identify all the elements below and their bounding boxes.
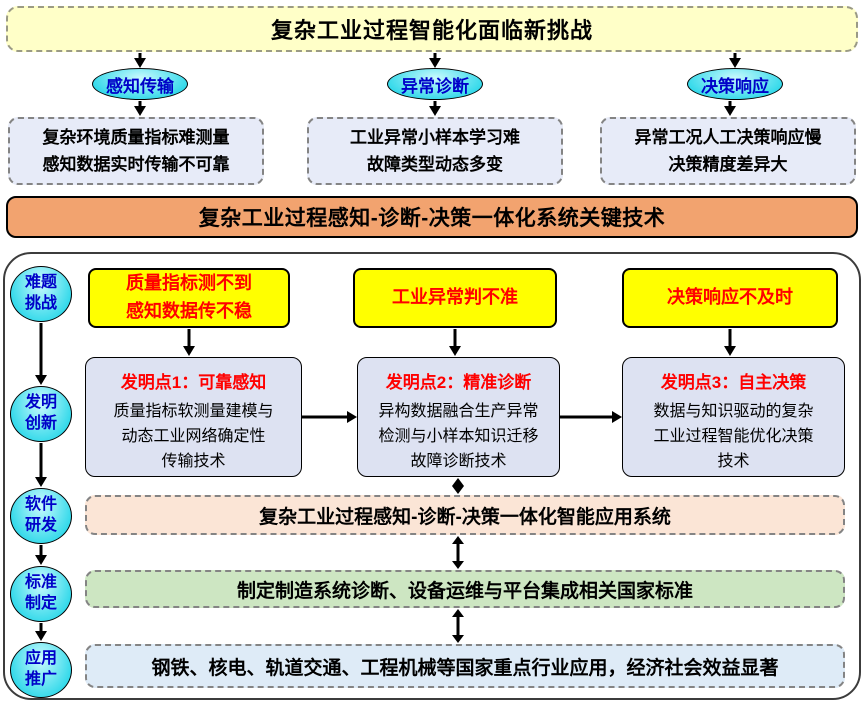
detail-box-diagnosis: 工业异常小样本学习难 故障类型动态多变 (307, 117, 563, 185)
arrow-problem1-to-invention1 (181, 329, 197, 356)
ellipse-diagnosis-label: 异常诊断 (401, 76, 469, 96)
ellipse-anomaly-diagnosis: 异常诊断 (387, 68, 483, 100)
challenge-title-box: 复杂工业过程智能化面临新挑战 (6, 6, 858, 52)
problem-box-decision: 决策响应不及时 (622, 268, 838, 328)
problem-box-anomaly: 工业异常判不准 (353, 268, 557, 328)
arrow-down-to-decision (727, 53, 743, 68)
key-technology-banner-text: 复杂工业过程感知-诊断-决策一体化系统关键技术 (198, 207, 666, 230)
national-standards-box: 制定制造系统诊断、设备运维与平台集成相关国家标准 (85, 570, 845, 608)
invention-2-body: 异构数据融合生产异常 检测与小样本知识迁移 故障诊断技术 (378, 403, 539, 470)
invention-box-2: 发明点2：精准诊断 异构数据融合生产异常 检测与小样本知识迁移 故障诊断技术 (357, 357, 560, 477)
problem-anomaly-text: 工业异常判不准 (392, 287, 518, 308)
invention-1-title: 发明点1：可靠感知 (120, 373, 267, 392)
arrow-rail-4 (33, 623, 49, 641)
rail-problem-challenge-label: 难题 挑战 (24, 274, 57, 312)
double-arrow-standards-to-industry (450, 609, 466, 643)
industry-application-text: 钢铁、核电、轨道交通、工程机械等国家重点行业应用，经济社会效益显著 (151, 657, 779, 679)
invention-box-1: 发明点1：可靠感知 质量指标软测量建模与 动态工业网络确定性 传输技术 (85, 357, 302, 477)
detail-diagnosis-text: 工业异常小样本学习难 故障类型动态多变 (350, 127, 520, 174)
industry-application-box: 钢铁、核电、轨道交通、工程机械等国家重点行业应用，经济社会效益显著 (85, 644, 845, 688)
rail-software-development-label: 软件 研发 (24, 496, 57, 534)
arrow-rail-1 (33, 323, 49, 385)
arrow-rail-2 (33, 443, 49, 487)
invention-3-title: 发明点3：自主决策 (660, 373, 807, 392)
invention-box-3: 发明点3：自主决策 数据与知识驱动的复杂 工业过程智能优化决策 技术 (622, 357, 845, 477)
arrow-down-to-diagnosis (427, 53, 443, 68)
ellipse-decision-response: 决策响应 (687, 68, 783, 100)
arrow-head-up (452, 609, 464, 617)
problem-box-measurement: 质量指标测不到 感知数据传不稳 (88, 268, 290, 328)
key-technology-banner: 复杂工业过程感知-诊断-决策一体化系统关键技术 (6, 196, 858, 238)
rail-standards-setting-label: 标准 制定 (24, 574, 57, 612)
invention-2-title: 发明点2：精准诊断 (385, 373, 532, 392)
double-arrow-application-to-standards (450, 536, 466, 569)
arrow-right-invention1-to-2 (302, 409, 357, 425)
rail-ellipse-invention-innovation: 发明 创新 (10, 386, 72, 442)
problem-decision-text: 决策响应不及时 (667, 287, 793, 308)
rail-ellipse-software-development: 软件 研发 (10, 488, 72, 544)
arrow-rail-3 (33, 545, 49, 565)
rail-ellipse-problem-challenge: 难题 挑战 (10, 266, 72, 322)
arrow-head-up (452, 536, 464, 544)
arrow-right-invention2-to-3 (560, 409, 622, 425)
application-system-text: 复杂工业过程感知-诊断-决策一体化智能应用系统 (259, 506, 671, 528)
invention-3-body: 数据与知识驱动的复杂 工业过程智能优化决策 技术 (653, 403, 814, 470)
rail-application-promotion-label: 应用 推广 (24, 650, 57, 688)
detail-decision-text: 异常工况人工决策响应慢 决策精度差异大 (634, 127, 822, 174)
challenge-title-text: 复杂工业过程智能化面临新挑战 (270, 18, 593, 43)
arrow-down-diagnosis-detail (427, 101, 443, 116)
national-standards-text: 制定制造系统诊断、设备运维与平台集成相关国家标准 (236, 580, 693, 602)
ellipse-perception-label: 感知传输 (106, 76, 174, 96)
double-arrow-invention-to-application (450, 478, 466, 494)
ellipse-perception-transmission: 感知传输 (92, 68, 188, 100)
detail-box-decision: 异常工况人工决策响应慢 决策精度差异大 (600, 117, 856, 185)
rail-ellipse-application-promotion: 应用 推广 (10, 642, 72, 698)
rail-invention-innovation-label: 发明 创新 (24, 394, 57, 432)
problem-measurement-text: 质量指标测不到 感知数据传不稳 (126, 273, 252, 321)
arrow-head-up (452, 478, 464, 486)
invention-1-body: 质量指标软测量建模与 动态工业网络确定性 传输技术 (113, 403, 274, 470)
arrow-down-to-perception (132, 53, 148, 68)
arrow-down-perception-detail (132, 101, 148, 116)
rail-ellipse-standards-setting: 标准 制定 (10, 566, 72, 622)
ellipse-decision-label: 决策响应 (701, 76, 769, 96)
application-system-box: 复杂工业过程感知-诊断-决策一体化智能应用系统 (85, 495, 845, 535)
detail-perception-text: 复杂环境质量指标难测量 感知数据实时传输不可靠 (42, 127, 230, 174)
arrow-problem3-to-invention3 (722, 329, 738, 356)
arrow-problem2-to-invention2 (447, 329, 463, 356)
arrow-down-decision-detail (722, 101, 738, 116)
detail-box-perception: 复杂环境质量指标难测量 感知数据实时传输不可靠 (8, 117, 264, 185)
